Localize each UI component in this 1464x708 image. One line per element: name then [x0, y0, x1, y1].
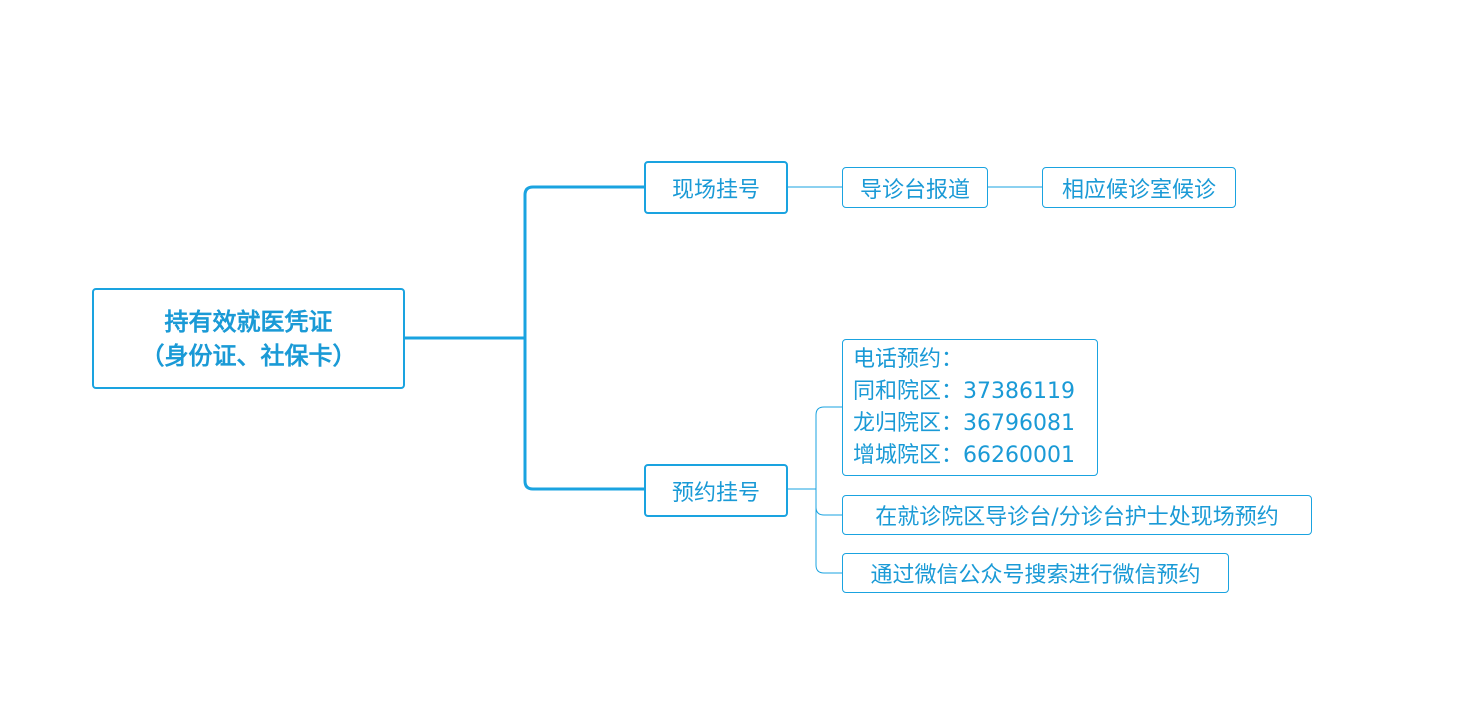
branch-onsite-label: 现场挂号 — [671, 177, 760, 203]
leaf-wait-in-waiting-room[interactable]: 相应候诊室候诊 — [1042, 167, 1236, 208]
phone-line-zengcheng: 增城院区：66260001 — [853, 442, 1075, 468]
root-subtitle: （身份证、社保卡） — [140, 340, 357, 370]
leaf-report-at-guide-desk[interactable]: 导诊台报道 — [842, 167, 988, 208]
branch-appointment-registration[interactable]: 预约挂号 — [644, 464, 788, 517]
connector-trunk-appointment — [523, 336, 647, 491]
connector-appointment-phone — [815, 406, 844, 490]
desk-appointment-label: 在就诊院区导诊台/分诊台护士处现场预约 — [875, 505, 1279, 530]
phone-line-longgui: 龙归院区：36796081 — [853, 410, 1075, 436]
phone-line-tonghe: 同和院区：37386119 — [853, 378, 1075, 404]
phone-appointment-title: 电话预约： — [853, 346, 964, 372]
connector-trunk-onsite — [523, 185, 647, 340]
root-title: 持有效就医凭证 — [164, 306, 333, 336]
leaf-wechat-appointment[interactable]: 通过微信公众号搜索进行微信预约 — [842, 553, 1229, 593]
branch-onsite-registration[interactable]: 现场挂号 — [644, 161, 788, 214]
connector-appointment-wechat — [815, 506, 844, 574]
leaf-wait-label: 相应候诊室候诊 — [1061, 177, 1216, 203]
root-node[interactable]: 持有效就医凭证 （身份证、社保卡） — [92, 288, 405, 389]
leaf-phone-appointment[interactable]: 电话预约： 同和院区：37386119 龙归院区：36796081 增城院区：6… — [842, 339, 1098, 476]
connector-appointment-desk — [815, 488, 844, 516]
branch-appointment-label: 预约挂号 — [671, 480, 760, 506]
leaf-report-label: 导诊台报道 — [859, 177, 970, 203]
leaf-desk-appointment[interactable]: 在就诊院区导诊台/分诊台护士处现场预约 — [842, 495, 1312, 535]
wechat-appointment-label: 通过微信公众号搜索进行微信预约 — [870, 563, 1201, 588]
